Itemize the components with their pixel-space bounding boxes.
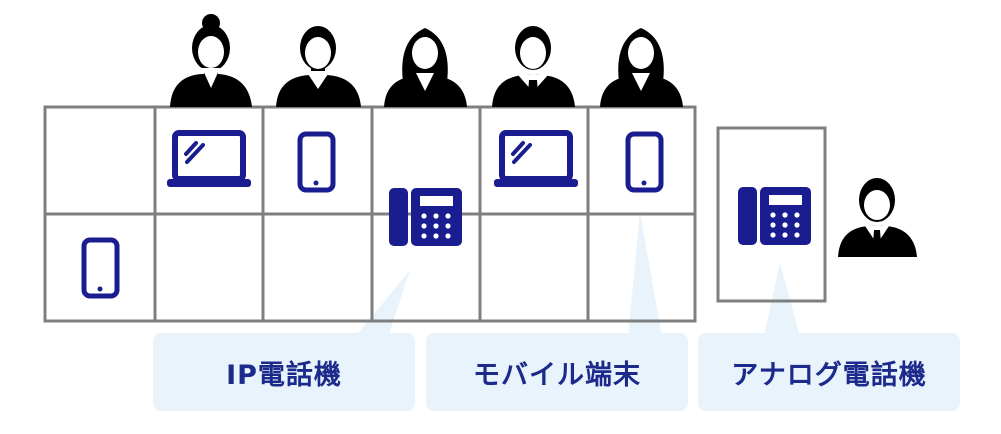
laptop-icon [494, 130, 578, 187]
analog-phone-booth [716, 126, 827, 303]
desk-grid [43, 105, 697, 323]
woman-longhair-icon [600, 28, 683, 107]
smartphone-icon [625, 131, 664, 193]
smartphone-icon [81, 237, 120, 299]
woman-longhair-icon [384, 28, 467, 107]
mobile-label: モバイル端末 [426, 333, 688, 411]
smartphone-icon [297, 131, 336, 193]
callout-pointer-mobile [628, 212, 662, 337]
man-suit-icon [838, 178, 917, 257]
callout-pointer-ip-phone [355, 270, 410, 337]
ip-phone-label: IP電話機 [153, 333, 415, 411]
analog-desk-phone-icon [738, 187, 811, 245]
laptop-icon [167, 130, 251, 187]
man-tie-icon [492, 26, 575, 107]
woman-bun-icon [170, 14, 252, 107]
analog-phone-label: アナログ電話機 [698, 333, 960, 411]
ip-desk-phone-icon [389, 188, 462, 246]
man-icon [276, 26, 361, 107]
